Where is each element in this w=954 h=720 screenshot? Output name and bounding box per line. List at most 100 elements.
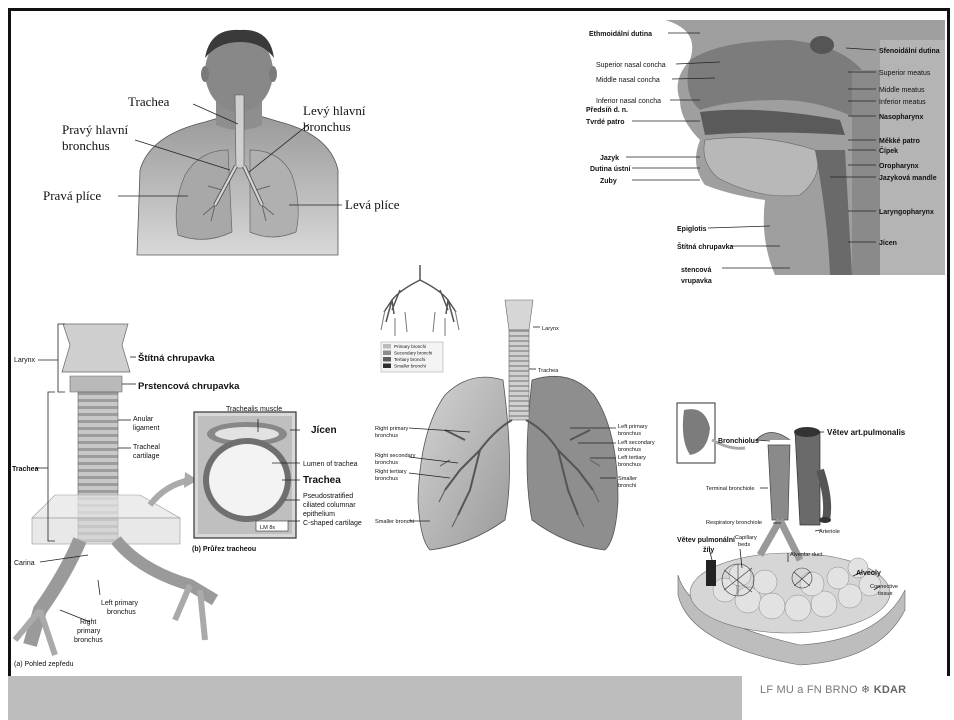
footer-bar <box>8 676 742 720</box>
snowflake-icon: ❄ <box>861 684 870 696</box>
label-superior-nasal-concha: Superior nasal concha <box>596 62 666 69</box>
label-left-primary-1: Left primary <box>101 600 138 607</box>
caption-a: (a) Pohled zepředu <box>14 661 74 668</box>
label-left-main-bronchus-1: Levý hlavní <box>303 103 366 118</box>
label-trachealis-muscle: Trachealis muscle <box>226 406 282 413</box>
label-left-primary-4b: bronchus <box>618 431 641 437</box>
label-pulm-vein-2: žíly <box>703 547 714 554</box>
label-pulm-art-branch: Větev art.pulmonalis <box>827 428 906 437</box>
label-epiglottis: Epiglotis <box>677 226 707 233</box>
label-pseudo-2: ciliated columnar <box>303 502 356 509</box>
label-trachea-4: Trachea <box>538 368 559 374</box>
label-left-primary-4a: Left primary <box>618 424 648 430</box>
label-ethmoid-sinus: Ethmoidální dutina <box>589 31 652 38</box>
label-right-primary-3: bronchus <box>74 637 103 644</box>
label-c-shaped: C-shaped cartilage <box>303 520 362 527</box>
label-right-primary-4b: bronchus <box>375 433 398 439</box>
label-left-secondary-4b: bronchus <box>618 447 641 453</box>
label-thyroid-cartilage: Štítná chrupavka <box>138 352 215 364</box>
label-capillary-2: beds <box>738 542 750 548</box>
label-right-primary-1: Right <box>80 619 96 626</box>
label-cricoid-cartilage: Prstencová chrupavka <box>138 381 240 392</box>
label-vestibule: Předsíň d. n. <box>586 107 628 114</box>
figure-sagittal-head: Ethmoidální dutina Sfenoidální dutina Su… <box>586 20 945 285</box>
label-alveoli: Alveoly <box>856 570 881 577</box>
footer-logo-text: LF MU a FN BRNO <box>760 684 858 696</box>
label-sphenoid-sinus: Sfenoidální dutina <box>879 48 940 55</box>
label-right-secondary-4b: bronchus <box>375 460 398 466</box>
label-uvula: Čípek <box>879 146 898 155</box>
label-inferior-nasal-concha: Inferior nasal concha <box>596 98 661 105</box>
label-nasopharynx: Nasopharynx <box>879 114 923 121</box>
label-right-primary-2: primary <box>77 628 101 635</box>
footer-logo-mark: KDAR <box>874 684 907 696</box>
caption-b: (b) Průřez tracheou <box>192 545 256 553</box>
legend-swatch <box>383 344 391 349</box>
label-trachea-b: Trachea <box>303 475 341 486</box>
label-tracheal-cartilage-2: cartilage <box>133 453 160 460</box>
label-esophagus: Jícen <box>879 240 897 247</box>
label-carina: Carina <box>14 560 35 567</box>
label-larynx: Larynx <box>14 357 36 364</box>
legend-swatch <box>383 357 391 362</box>
label-right-primary-4a: Right primary <box>375 426 408 432</box>
label-smaller-bronchi-l1: Smaller <box>618 476 637 482</box>
label-right-main-bronchus-1: Pravý hlavní <box>62 122 128 137</box>
label-smaller-bronchi-r: Smaller bronchi <box>375 519 414 525</box>
label-trachea-1: Trachea <box>128 94 170 109</box>
label-inferior-meatus: Inferior meatus <box>879 99 926 106</box>
legend-label: Secondary bronchi <box>394 351 432 356</box>
label-right-main-bronchus-2: bronchus <box>62 138 110 153</box>
label-right-lung: Pravá plíce <box>43 188 101 203</box>
label-teeth: Zuby <box>600 178 617 185</box>
label-pseudo-3: epithelium <box>303 511 335 518</box>
legend-swatch <box>383 364 391 369</box>
label-right-tertiary-4b: bronchus <box>375 476 398 482</box>
label-hard-palate: Tvrdé patro <box>586 119 625 126</box>
label-cricoid-2: vrupavka <box>681 278 712 285</box>
label-left-secondary-4a: Left secondary <box>618 440 655 446</box>
label-left-tertiary-4a: Left tertiary <box>618 455 646 461</box>
label-cricoid-1: stencová <box>681 267 711 274</box>
label-pulm-vein-1: Větev pulmonální <box>677 537 736 544</box>
label-connective-2: tissue <box>878 591 893 597</box>
label-laryngopharynx: Laryngopharynx <box>879 209 934 216</box>
label-respiratory-bronchiole: Respiratory bronchiole <box>706 520 762 526</box>
label-left-main-bronchus-2: bronchus <box>303 119 351 134</box>
label-pseudo-1: Pseudostratified <box>303 493 353 500</box>
label-lingual-tonsil: Jazyková mandle <box>879 175 937 182</box>
label-oral-cavity: Dutina ústní <box>590 166 631 173</box>
legend-label: Tertiary bronchi <box>394 357 425 362</box>
footer-logo: LF MU a FN BRNO ❄ KDAR <box>760 683 906 696</box>
label-smaller-bronchi-l2: bronchi <box>618 483 636 489</box>
label-tongue: Jazyk <box>600 155 619 162</box>
legend-label: Smaller bronchi <box>394 364 426 369</box>
label-connective-1: Connective <box>870 584 898 590</box>
label-trachea: Trachea <box>12 466 39 473</box>
label-lm: LM 8x <box>260 525 275 531</box>
label-bronchiolus: Bronchiolus <box>718 438 759 445</box>
label-middle-nasal-concha: Middle nasal concha <box>596 77 660 84</box>
label-larynx-4: Larynx <box>542 326 559 332</box>
figure-torso-lungs: Trachea Pravý hlavní bronchus Levý hlavn… <box>43 30 400 255</box>
label-soft-palate: Měkké patro <box>879 138 920 145</box>
legend-swatch <box>383 351 391 356</box>
legend-label: Primary bronchi <box>394 344 426 349</box>
label-arteriole: Arteriole <box>819 529 840 535</box>
label-alveolar-duct: Alveolar duct <box>790 552 823 558</box>
figure-trachea-anterior: Larynx Štítná chrupavka Prstencová chrup… <box>12 324 362 668</box>
label-esophagus-b: Jícen <box>311 425 337 436</box>
label-superior-meatus: Superior meatus <box>879 70 931 77</box>
label-anular-ligament-2: ligament <box>133 425 160 432</box>
label-capillary-1: Capillary <box>735 535 757 541</box>
label-anular-ligament-1: Anular <box>133 416 154 423</box>
label-left-lung: Levá plíce <box>345 197 400 212</box>
label-terminal-bronchiole: Terminal bronchiole <box>706 486 755 492</box>
figure-alveoli: Bronchiolus Větev art.pulmonalis Termina… <box>677 403 906 665</box>
label-right-secondary-4a: Right secondary <box>375 453 416 459</box>
label-right-tertiary-4a: Right tertiary <box>375 469 407 475</box>
label-oropharynx: Oropharynx <box>879 163 919 170</box>
